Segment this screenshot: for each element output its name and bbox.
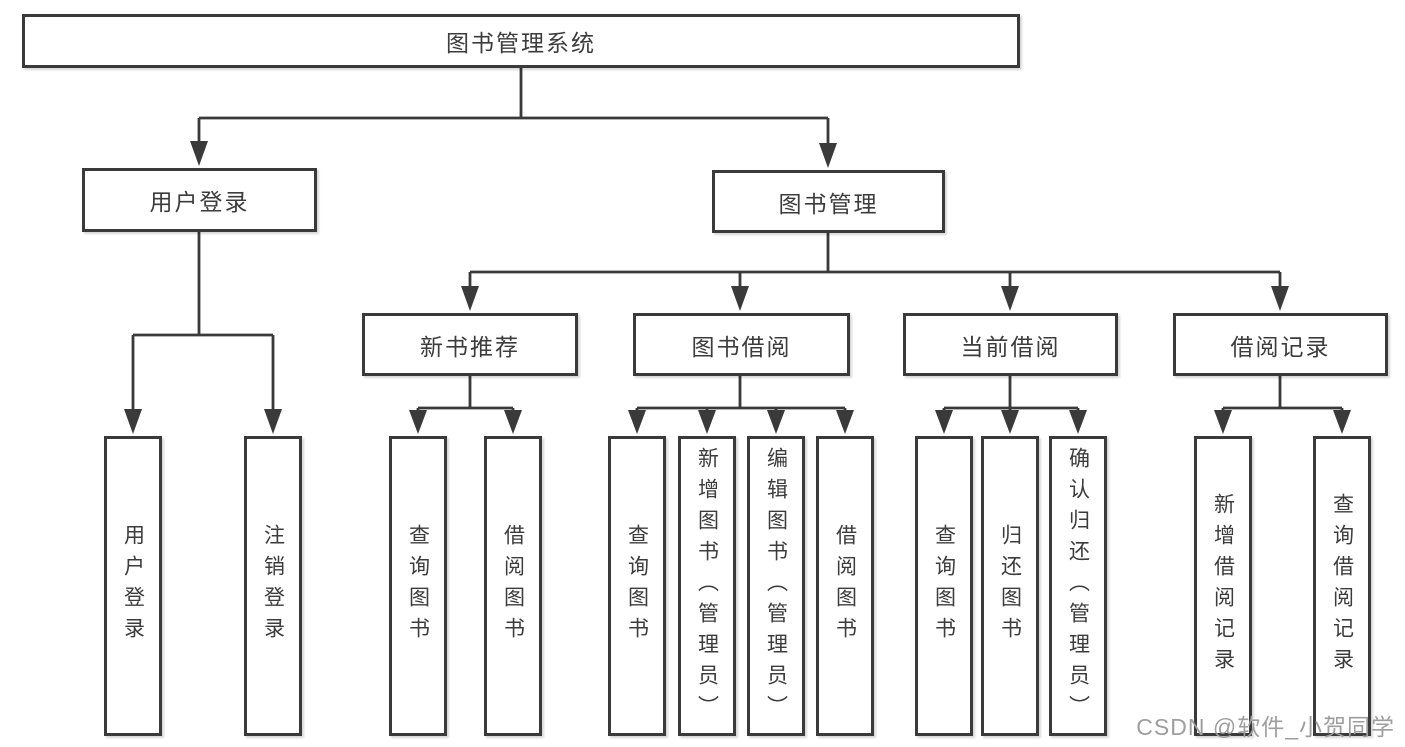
node-label: 新书推荐 <box>420 333 520 360</box>
leaf-label: 新增借阅记录 <box>1211 493 1235 679</box>
arrowhead-icon <box>819 143 837 168</box>
arrowhead-icon <box>767 410 785 434</box>
leaf-query-books-2: 查询图书 <box>608 436 666 736</box>
leaf-add-borrow-record: 新增借阅记录 <box>1194 436 1252 736</box>
node-label: 当前借阅 <box>960 333 1061 360</box>
connector-book-management <box>468 233 1282 287</box>
leaf-label: 借阅图书 <box>833 524 857 648</box>
arrowhead-icon <box>1333 410 1351 434</box>
arrowhead-icon <box>190 141 208 166</box>
arrowhead-icon <box>836 410 854 434</box>
connector-borrow-records <box>1221 376 1344 411</box>
arrowhead-icon <box>1271 286 1289 311</box>
node-book-borrow: 图书借阅 <box>633 313 850 376</box>
node-user-login: 用户登录 <box>82 168 317 232</box>
arrowhead-icon <box>628 410 646 434</box>
leaf-label: 用户登录 <box>121 524 145 648</box>
leaf-label: 确认归还（管理员） <box>1066 446 1090 726</box>
leaf-query-books-3: 查询图书 <box>915 436 973 736</box>
leaf-label: 编辑图书（管理员） <box>764 446 788 726</box>
node-label: 借阅记录 <box>1230 333 1331 360</box>
leaf-borrow-books-1: 借阅图书 <box>484 436 542 736</box>
leaf-query-borrow-record: 查询借阅记录 <box>1313 436 1371 736</box>
arrowhead-icon <box>124 409 142 434</box>
leaf-label: 查询借阅记录 <box>1330 493 1354 679</box>
arrowhead-icon <box>409 410 427 434</box>
leaf-label: 查询图书 <box>406 524 430 648</box>
node-new-book-recommend: 新书推荐 <box>362 313 578 376</box>
node-borrow-records: 借阅记录 <box>1173 313 1388 376</box>
leaf-return-books: 归还图书 <box>981 436 1039 736</box>
leaf-label: 归还图书 <box>998 524 1022 648</box>
arrowhead-icon <box>1069 410 1087 434</box>
leaf-add-books-admin: 新增图书（管理员） <box>678 436 736 736</box>
node-label: 图书管理 <box>778 190 879 217</box>
leaf-query-books-1: 查询图书 <box>389 436 447 736</box>
leaf-label: 注销登录 <box>261 524 285 648</box>
arrowhead-icon <box>731 286 749 311</box>
connector-root <box>197 68 830 144</box>
arrowhead-icon <box>264 409 282 434</box>
connector-user-login <box>131 232 275 410</box>
connector-new-book-recommend <box>416 376 515 411</box>
leaf-label: 借阅图书 <box>501 524 525 648</box>
arrowhead-icon <box>935 410 953 434</box>
connector-book-borrow <box>635 376 847 411</box>
arrowheads <box>124 141 1351 434</box>
node-library-management-system: 图书管理系统 <box>22 14 1020 68</box>
watermark-text: CSDN @软件_小贺同学 <box>1136 714 1395 740</box>
node-current-borrow: 当前借阅 <box>903 313 1118 376</box>
arrowhead-icon <box>1001 410 1019 434</box>
arrowhead-icon <box>504 410 522 434</box>
connector-paths <box>131 68 1344 411</box>
connector-current-borrow <box>942 376 1080 411</box>
leaf-edit-books-admin: 编辑图书（管理员） <box>747 436 805 736</box>
leaf-confirm-return-admin: 确认归还（管理员） <box>1049 436 1107 736</box>
arrowhead-icon <box>698 410 716 434</box>
leaf-user-login: 用户登录 <box>104 436 162 736</box>
leaf-label: 新增图书（管理员） <box>695 446 719 726</box>
leaf-label: 查询图书 <box>625 524 649 648</box>
arrowhead-icon <box>461 286 479 311</box>
leaf-label: 查询图书 <box>932 524 956 648</box>
node-label: 图书借阅 <box>691 333 792 360</box>
node-label: 图书管理系统 <box>446 30 596 56</box>
leaf-borrow-books-2: 借阅图书 <box>816 436 874 736</box>
node-book-management: 图书管理 <box>712 170 945 233</box>
arrowhead-icon <box>1214 410 1232 434</box>
node-label: 用户登录 <box>149 189 250 215</box>
leaf-logout-login: 注销登录 <box>244 436 302 736</box>
arrowhead-icon <box>1001 286 1019 311</box>
